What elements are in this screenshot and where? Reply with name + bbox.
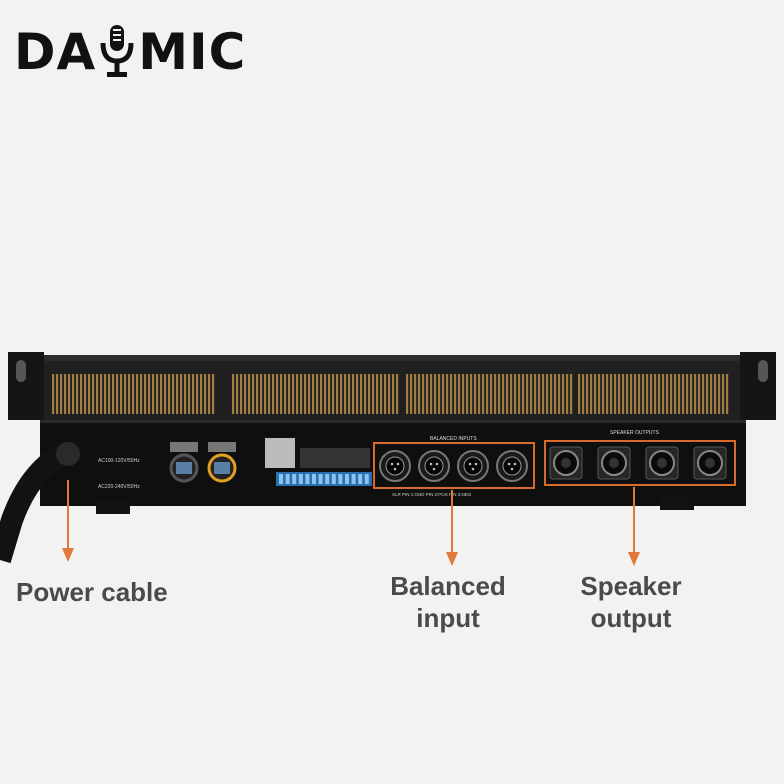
ethernet-port-2 <box>207 442 237 483</box>
panel-label-block <box>265 438 370 468</box>
ethernet-port-1 <box>169 442 199 483</box>
speaker-output-label: Speaker output <box>566 570 696 634</box>
power-arrow <box>62 480 74 562</box>
brand-logo: DA MIC <box>14 20 246 84</box>
dip-switches <box>276 472 372 486</box>
balanced-input-label-line2: input <box>416 603 480 633</box>
ac-label-2: AC220-240V/50Hz <box>98 484 140 490</box>
logo-text-right: MIC <box>138 23 247 81</box>
right-rack-ear <box>740 352 776 420</box>
balanced-input-label-line1: Balanced <box>390 571 506 601</box>
left-rack-ear <box>8 352 44 420</box>
speaker-output-label-line2: output <box>590 603 672 633</box>
balanced-arrow <box>446 490 458 566</box>
speakon-outputs <box>549 446 727 480</box>
vent-slots <box>52 374 729 414</box>
balanced-input-label: Balanced input <box>378 570 518 634</box>
speaker-output-callout-box <box>544 440 736 486</box>
speaker-output-label-line1: Speaker <box>580 571 682 601</box>
power-cable-label: Power cable <box>16 576 168 608</box>
xlr-legend: XLR PIN 1:GND PIN 2:POS PIN 3:NEG <box>392 492 472 497</box>
balanced-inputs-header: BALANCED INPUTS <box>430 436 477 442</box>
speaker-arrow <box>628 487 640 566</box>
ac-label-1: AC100-120V/50Hz <box>98 458 140 464</box>
microphone-icon <box>100 25 134 77</box>
balanced-input-callout-box <box>373 442 535 489</box>
xlr-inputs <box>379 450 528 482</box>
logo-text-left: DA <box>14 23 97 81</box>
power-cable-label-line1: Power cable <box>16 577 168 607</box>
speaker-outputs-header: SPEAKER OUTPUTS <box>610 430 660 436</box>
